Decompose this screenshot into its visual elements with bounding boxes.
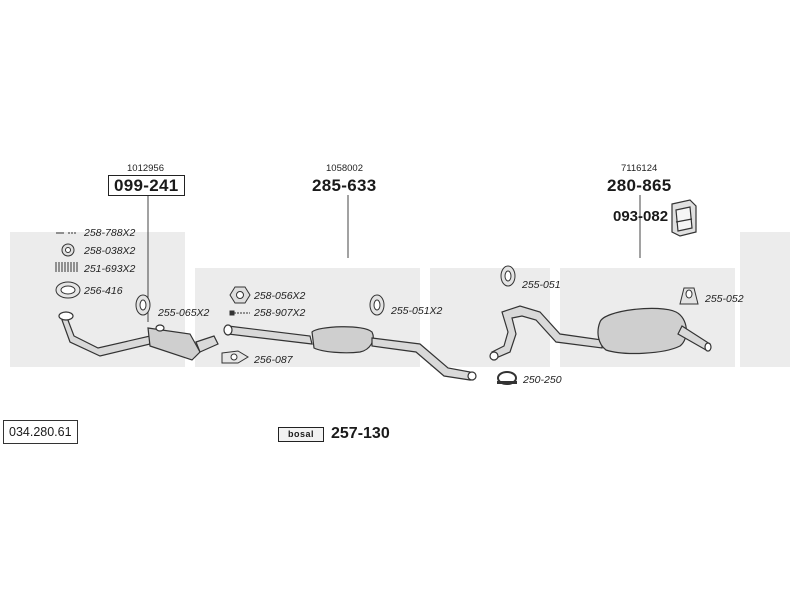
watermark-logo <box>10 232 790 367</box>
bolt-icon <box>229 310 250 316</box>
mounting-kit-part-number[interactable]: 257-130 <box>331 425 390 442</box>
part-label[interactable]: 255-065X2 <box>158 307 210 319</box>
bosal-logo: bosal <box>278 427 324 442</box>
bracket-icon <box>671 199 697 237</box>
section-code-1: 1012956 <box>127 163 164 174</box>
part-label[interactable]: 255-051 <box>522 279 561 291</box>
flange-gasket-icon <box>221 350 249 364</box>
rubber-mount-icon <box>679 287 699 305</box>
middle-pipe-silencer <box>223 324 477 381</box>
part-label[interactable]: 256-087 <box>254 354 293 366</box>
section-code-3: 7116124 <box>621 163 658 174</box>
part-label[interactable]: 255-052 <box>705 293 744 305</box>
part-label[interactable]: 251-693X2 <box>84 263 136 275</box>
part-number-3[interactable]: 280-865 <box>607 176 672 195</box>
part-label[interactable]: 258-907X2 <box>254 307 306 319</box>
front-pipe-catalytic-converter <box>58 311 219 361</box>
part-label[interactable]: 258-788X2 <box>84 227 136 239</box>
pipe-clamp-icon <box>497 371 517 385</box>
hex-nut-icon <box>229 286 251 304</box>
part-label[interactable]: 258-056X2 <box>254 290 306 302</box>
rubber-mount-icon <box>135 294 151 316</box>
spring-icon <box>55 262 78 272</box>
part-label[interactable]: 250-250 <box>523 374 562 386</box>
part-label[interactable]: 256-416 <box>84 285 123 297</box>
gasket-ring-icon <box>55 281 81 299</box>
nut-icon <box>61 243 75 257</box>
section-code-2: 1058002 <box>326 163 363 174</box>
part-number-bracket[interactable]: 093-082 <box>613 208 669 225</box>
rubber-mount-icon <box>500 265 516 287</box>
rear-pipe-silencer <box>489 305 712 361</box>
part-number-1[interactable]: 099-241 <box>108 175 185 196</box>
part-number-2[interactable]: 285-633 <box>312 176 377 195</box>
part-label[interactable]: 258-038X2 <box>84 245 136 257</box>
rubber-mount-icon <box>369 294 385 316</box>
catalog-number: 034.280.61 <box>3 420 78 444</box>
part-label[interactable]: 255-051X2 <box>391 305 443 317</box>
